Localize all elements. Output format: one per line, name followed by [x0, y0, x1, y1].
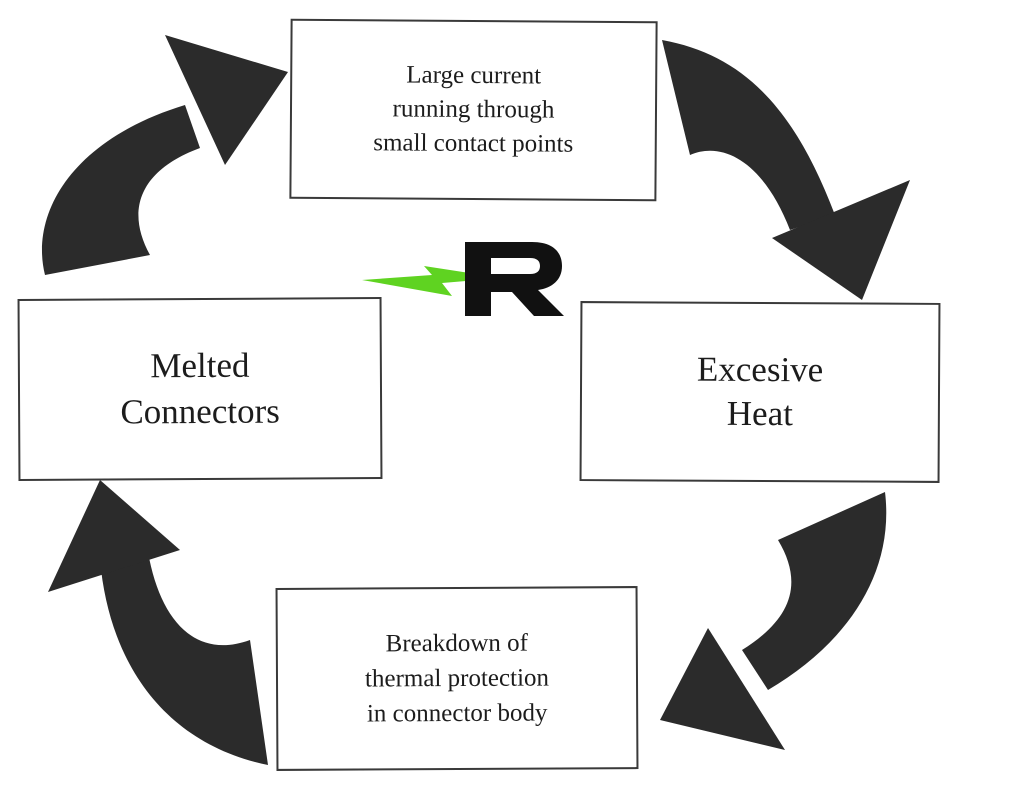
lightning-r-logo-icon — [362, 242, 564, 316]
node-left: Melted Connectors — [17, 297, 383, 481]
node-right: Excesive Heat — [579, 301, 941, 483]
node-top-label: Large current running through small cont… — [373, 61, 574, 158]
arrow-right-to-bottom-head — [660, 628, 785, 750]
arrow-left-to-top-head — [165, 35, 288, 165]
node-bottom: Breakdown of thermal protection in conne… — [275, 586, 639, 771]
letter-r-icon — [465, 242, 564, 316]
node-bottom-label: Breakdown of thermal protection in conne… — [364, 629, 550, 728]
node-top: Large current running through small cont… — [289, 18, 658, 202]
node-right-label: Excesive Heat — [696, 349, 824, 434]
arrow-bottom-to-left-head — [48, 480, 180, 592]
arrow-top-to-right-head — [772, 180, 910, 300]
arrow-right-to-bottom — [660, 492, 887, 750]
arrow-top-to-right-shaft — [662, 40, 835, 230]
arrow-left-to-top — [41, 35, 288, 275]
arrow-left-to-top-shaft — [41, 105, 200, 275]
arrow-bottom-to-left-shaft — [100, 552, 268, 765]
arrow-right-to-bottom-shaft — [742, 492, 887, 690]
arrow-bottom-to-left — [48, 480, 268, 765]
arrow-top-to-right — [662, 40, 910, 300]
node-left-label: Melted Connectors — [120, 345, 280, 432]
